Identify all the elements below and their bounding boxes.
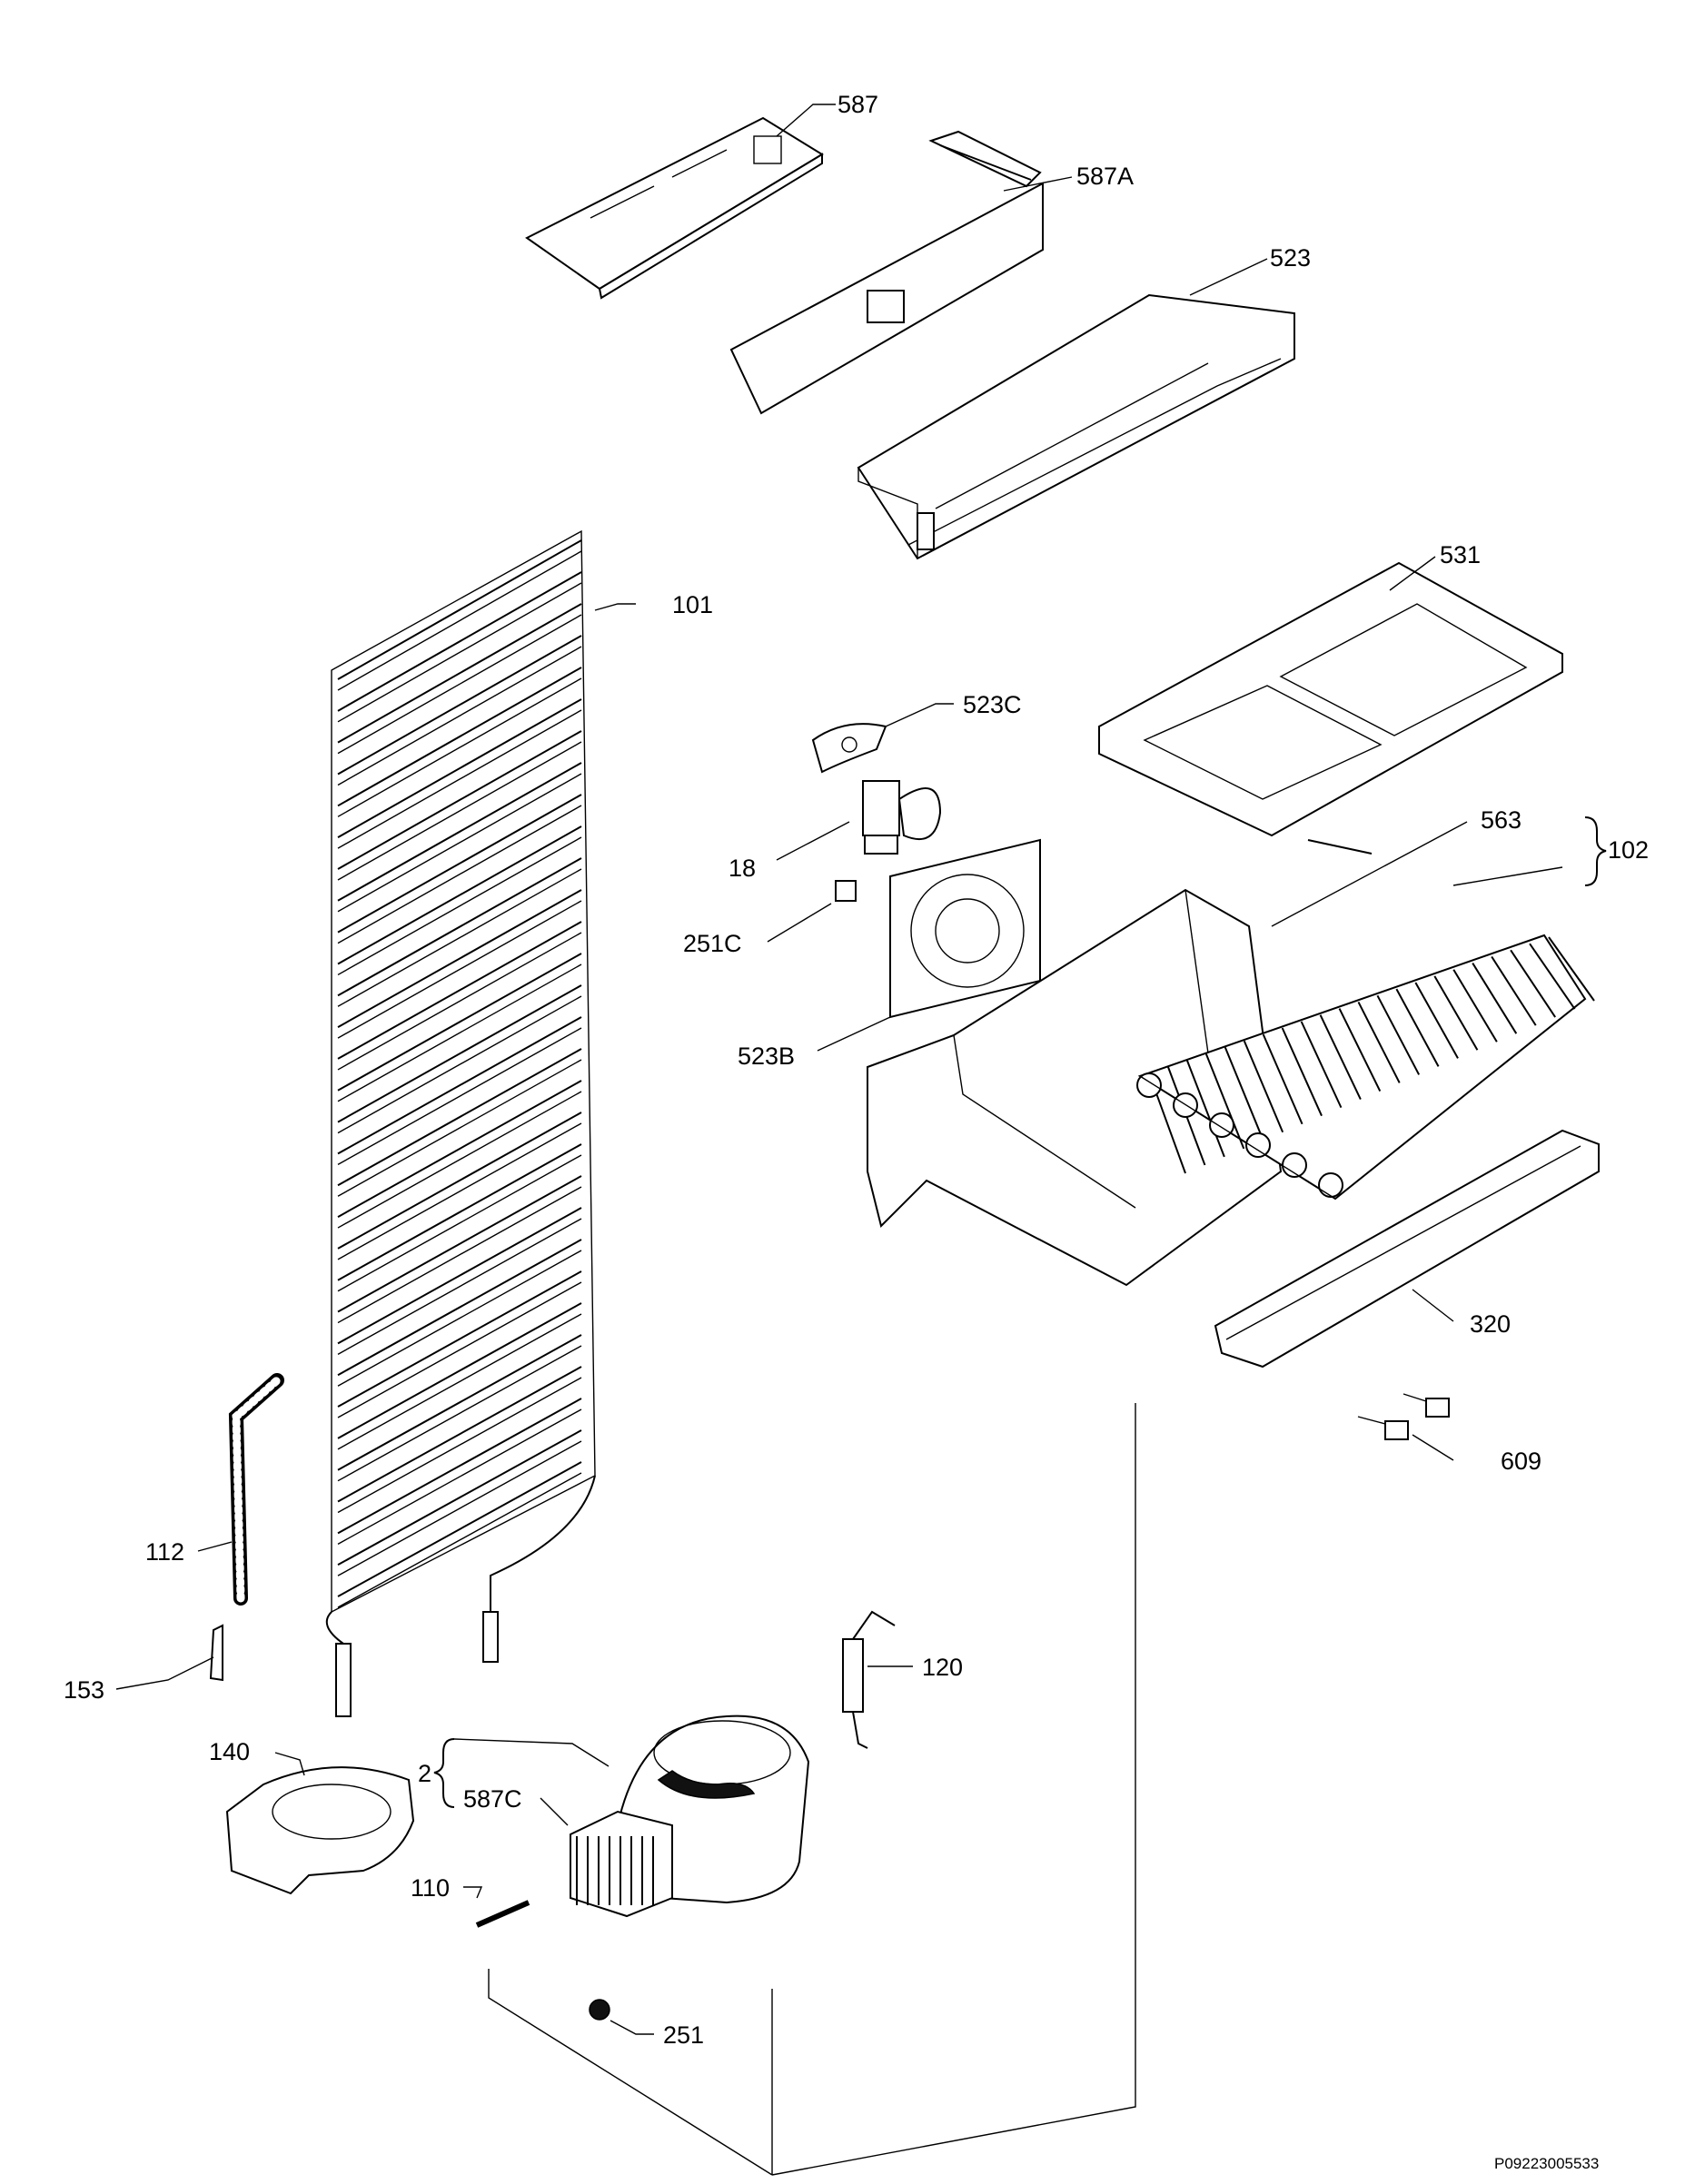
brace-2: [433, 1738, 455, 1808]
tube-112[interactable]: [228, 1373, 284, 1606]
label-523B: 523B: [738, 1043, 795, 1070]
fan-motor-18[interactable]: [862, 780, 942, 855]
evaporator-tray[interactable]: [867, 888, 1283, 1287]
tray-140[interactable]: [225, 1766, 415, 1895]
clip-153[interactable]: [209, 1624, 223, 1682]
housing-523[interactable]: [857, 293, 1295, 560]
part-120[interactable]: [842, 1610, 896, 1749]
condenser-coil-101[interactable]: [325, 529, 596, 1717]
label-563: 563: [1481, 806, 1522, 834]
label-101: 101: [672, 591, 713, 618]
label-120: 120: [922, 1654, 963, 1681]
label-587: 587: [838, 91, 878, 118]
part-251C[interactable]: [835, 880, 857, 902]
component-587C[interactable]: [570, 1810, 673, 1918]
grommet-251[interactable]: [589, 1999, 610, 2021]
label-523: 523: [1270, 244, 1311, 272]
label-153: 153: [64, 1676, 104, 1704]
label-251: 251: [663, 2021, 704, 2049]
fan-cover-523B[interactable]: [889, 838, 1041, 1019]
label-251C: 251C: [683, 930, 742, 957]
label-2: 2: [418, 1760, 431, 1787]
label-18: 18: [729, 855, 756, 882]
label-609: 609: [1501, 1448, 1541, 1475]
cabinet-outline: [488, 1403, 1136, 2176]
rail-320[interactable]: [1214, 1129, 1600, 1369]
connectors-609[interactable]: [1357, 1393, 1450, 1440]
control-board-587[interactable]: [525, 116, 824, 300]
fan-bracket-523C[interactable]: [811, 723, 887, 774]
label-110: 110: [411, 1874, 450, 1902]
label-140: 140: [209, 1738, 250, 1765]
pin-110[interactable]: [475, 1900, 530, 1928]
label-531: 531: [1440, 541, 1481, 568]
label-320: 320: [1470, 1310, 1511, 1338]
cover-531[interactable]: [1098, 561, 1563, 837]
label-102: 102: [1608, 836, 1649, 864]
leader-lines: [115, 104, 1563, 2035]
label-523C: 523C: [963, 691, 1022, 718]
evaporator-563[interactable]: [1136, 839, 1595, 1201]
brace-102: [1584, 816, 1607, 886]
drawing-code: P09223005533: [1494, 2155, 1599, 2172]
label-112: 112: [145, 1538, 184, 1566]
display-board-587A[interactable]: [729, 130, 1044, 415]
label-587A: 587A: [1076, 163, 1134, 190]
label-587C: 587C: [463, 1785, 522, 1813]
